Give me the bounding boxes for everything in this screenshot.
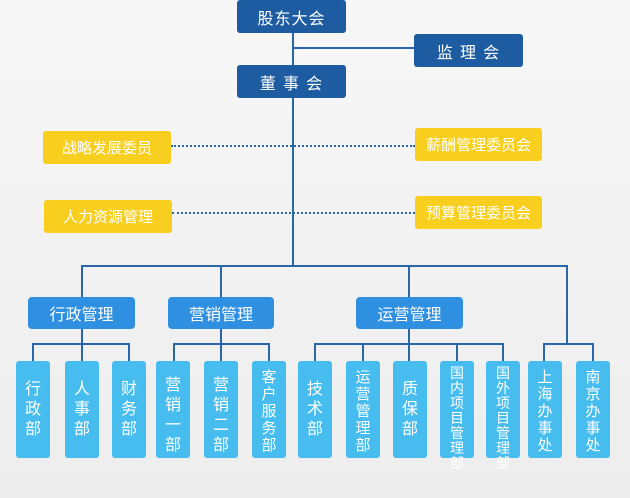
budget-committee-box: 预算管理委员会	[415, 196, 542, 229]
connector-line	[81, 265, 83, 297]
shanghai-office-label: 上 海 办 事 处	[537, 368, 553, 454]
connector-line	[543, 343, 594, 345]
dotted-connector	[172, 212, 415, 214]
personnel-department-label: 人 事 部	[73, 379, 90, 438]
dotted-connector	[171, 145, 415, 147]
connector-line	[81, 329, 83, 344]
overseas-projects-dept-label: 国 外 项 目 管 理 部	[496, 366, 510, 472]
ops-management-dept-box: 运 营 管 理 部	[346, 361, 380, 458]
compensation-committee-box: 薪酬管理委员会	[415, 128, 542, 161]
connector-line	[362, 343, 364, 361]
tech-department-label: 技 术 部	[306, 379, 323, 438]
connector-line	[220, 343, 222, 361]
admin-department-box: 行 政 部	[16, 361, 50, 458]
connector-line	[32, 343, 34, 361]
sales-dept-1-label: 营 销 一 部	[164, 375, 181, 454]
nanjing-office-box: 南 京 办 事 处	[576, 361, 610, 458]
connector-line	[292, 47, 414, 49]
connector-line	[173, 343, 175, 361]
connector-line	[268, 343, 270, 361]
connector-line	[81, 265, 568, 267]
sales-dept-2-label: 营 销 二 部	[212, 375, 229, 454]
supervisory-board-box: 监 理 会	[414, 34, 523, 67]
connector-line	[220, 329, 222, 344]
connector-line	[566, 265, 568, 343]
admin-division-label: 行政管理	[49, 305, 114, 324]
marketing-division-box: 营销管理	[168, 297, 274, 329]
connector-line	[128, 343, 130, 361]
connector-line	[292, 97, 294, 266]
connector-line	[81, 343, 83, 361]
shanghai-office-box: 上 海 办 事 处	[528, 361, 562, 458]
personnel-department-box: 人 事 部	[65, 361, 99, 458]
hr-committee-label: 人力资源管理	[62, 208, 153, 226]
sales-dept-1-box: 营 销 一 部	[156, 361, 190, 458]
compensation-committee-label: 薪酬管理委员会	[425, 136, 531, 154]
supervisory-board-label: 监 理 会	[436, 42, 501, 62]
qa-department-box: 质 保 部	[393, 361, 427, 458]
connector-line	[502, 343, 504, 361]
sales-dept-2-box: 营 销 二 部	[204, 361, 238, 458]
connector-line	[456, 343, 458, 361]
nanjing-office-label: 南 京 办 事 处	[585, 368, 601, 454]
ops-management-dept-label: 运 营 管 理 部	[355, 368, 371, 454]
connector-line	[220, 265, 222, 297]
tech-department-box: 技 术 部	[298, 361, 332, 458]
qa-department-label: 质 保 部	[401, 379, 418, 438]
connector-line	[408, 343, 410, 361]
admin-department-label: 行 政 部	[24, 379, 41, 438]
board-of-directors-label: 董 事 会	[259, 73, 324, 93]
finance-department-label: 财 务 部	[120, 379, 137, 438]
shareholders-meeting-label: 股东大会	[257, 8, 326, 28]
overseas-projects-dept-box: 国 外 项 目 管 理 部	[486, 361, 520, 472]
marketing-division-label: 营销管理	[188, 305, 253, 324]
board-of-directors-box: 董 事 会	[237, 65, 346, 98]
operations-division-label: 运营管理	[377, 305, 442, 324]
customer-service-dept-label: 客 户 服 务 部	[261, 368, 277, 454]
admin-division-box: 行政管理	[28, 297, 135, 329]
connector-line	[543, 343, 545, 361]
connector-line	[314, 343, 316, 361]
connector-line	[408, 265, 410, 297]
domestic-projects-dept-box: 国 内 项 目 管 理 部	[440, 361, 474, 472]
strategy-committee-box: 战略发展委员	[43, 131, 171, 164]
budget-committee-label: 预算管理委员会	[425, 204, 531, 222]
shareholders-meeting-box: 股东大会	[237, 0, 346, 33]
customer-service-dept-box: 客 户 服 务 部	[252, 361, 286, 458]
connector-line	[408, 329, 410, 344]
hr-committee-box: 人力资源管理	[44, 200, 172, 233]
finance-department-box: 财 务 部	[112, 361, 146, 458]
domestic-projects-dept-label: 国 内 项 目 管 理 部	[450, 366, 464, 472]
operations-division-box: 运营管理	[356, 297, 463, 329]
strategy-committee-label: 战略发展委员	[61, 139, 152, 157]
connector-line	[292, 33, 294, 66]
connector-line	[592, 343, 594, 361]
